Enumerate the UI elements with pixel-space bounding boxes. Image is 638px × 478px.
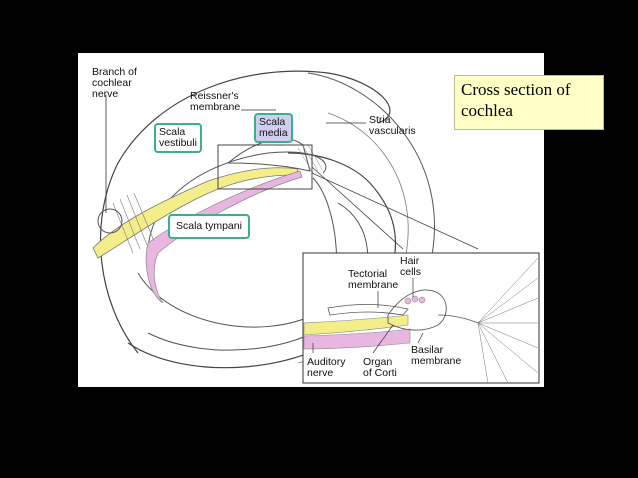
outer-bone-outline <box>99 70 391 354</box>
label-hair-cells: Hair cells <box>400 255 422 278</box>
label-auditory-nerve: Auditory nerve <box>307 356 346 379</box>
zoom-line-2 <box>311 172 479 250</box>
inset-yellow-layer <box>303 314 409 336</box>
stria-hatching <box>297 144 323 174</box>
scala-media-outline <box>226 138 311 172</box>
label-scala-vestibuli: Scala vestibuli <box>154 123 202 153</box>
leader-basilar <box>417 332 424 344</box>
inset-box <box>302 252 540 384</box>
slide-title: Cross section of cochlea <box>454 75 604 130</box>
label-organ-of-corti: Organ of Corti <box>363 356 397 379</box>
leader-organ <box>372 324 394 354</box>
label-scala-media: Scala media <box>254 113 293 143</box>
inset-outer-wall <box>437 314 479 324</box>
label-stria-vascularis: Stria vascularis <box>369 114 416 137</box>
inset-stria-lines <box>477 257 539 384</box>
label-basilar-membrane: Basilar membrane <box>411 344 462 367</box>
inset-pink-layer <box>303 328 411 350</box>
inset-organ-corti <box>387 289 447 331</box>
spiral-ganglion <box>97 208 123 234</box>
label-scala-tympani: Scala tympani <box>168 214 250 239</box>
inset-tectorial <box>327 303 409 316</box>
label-tectorial-membrane: Tectorial membrane <box>348 268 399 291</box>
nerve-band-yellow <box>92 167 299 259</box>
label-reissner-membrane: Reissner's membrane <box>190 90 241 113</box>
inset-hair-cells <box>404 295 426 305</box>
zoom-line-1 <box>311 166 404 250</box>
label-branch-cochlear-nerve: Branch of cochlear nerve <box>92 66 137 100</box>
